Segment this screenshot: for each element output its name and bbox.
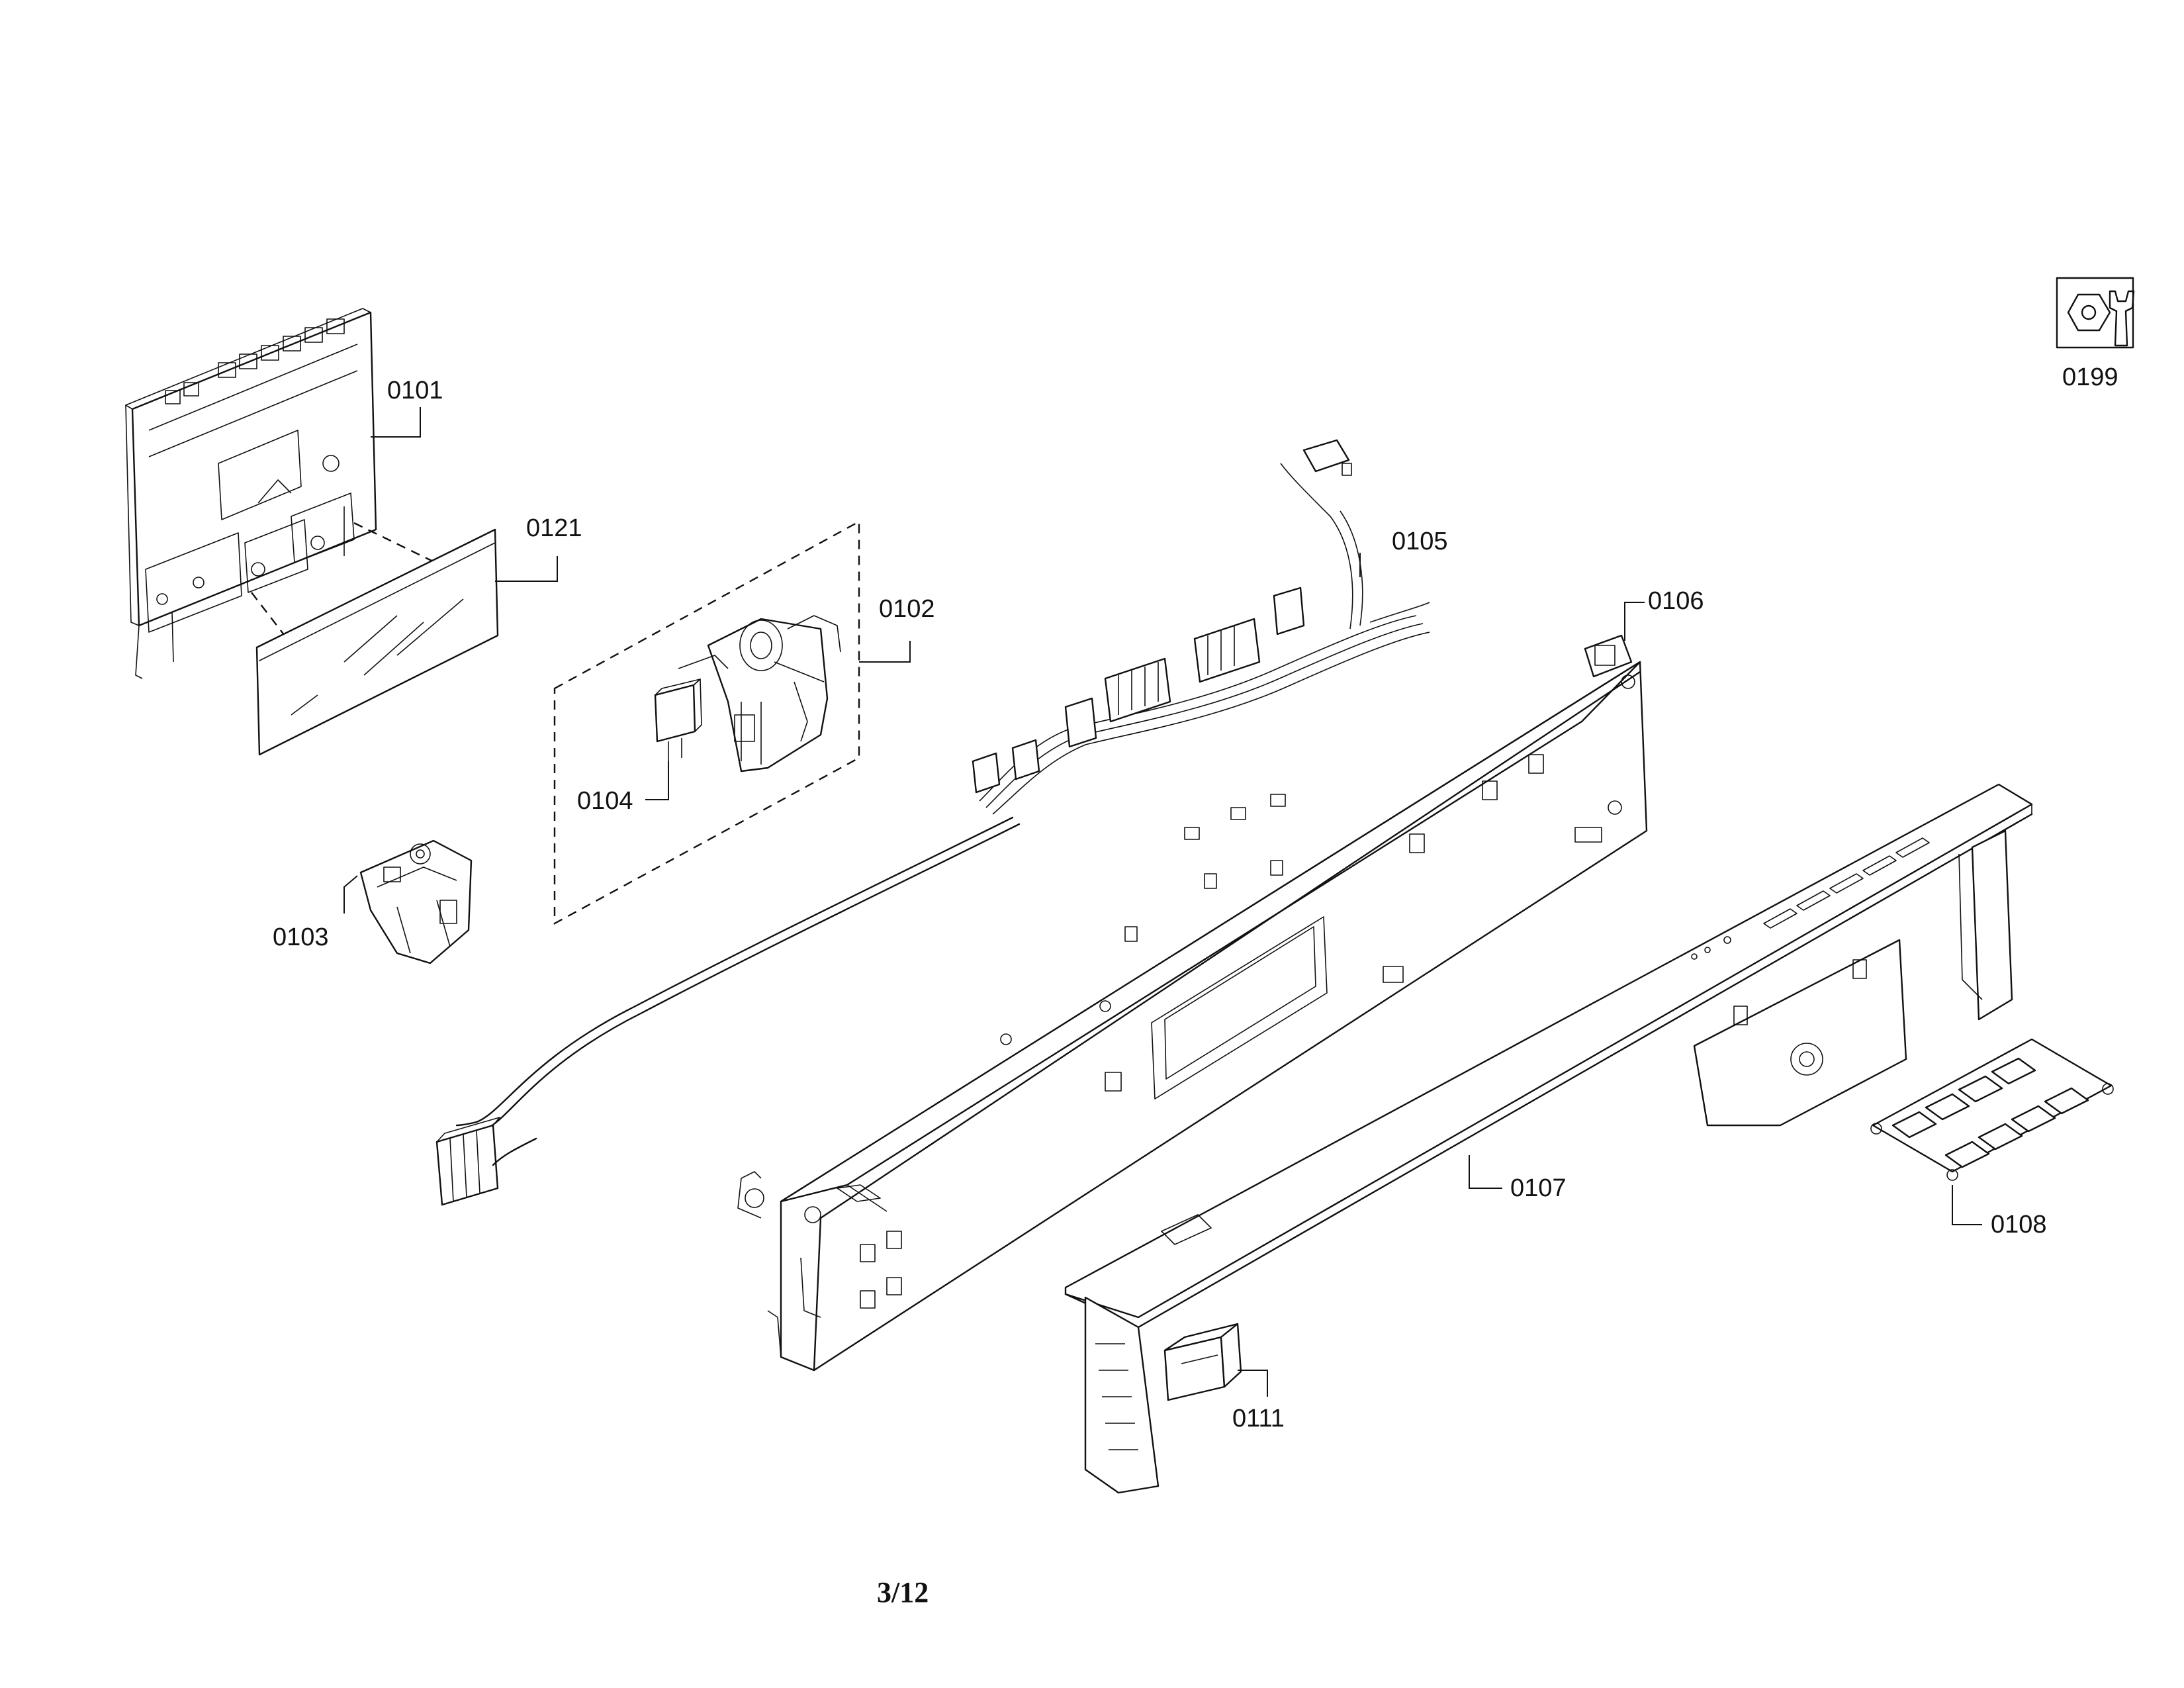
wiring-harness-0105[interactable] bbox=[435, 439, 1430, 1206]
door-lock-0102[interactable] bbox=[678, 615, 841, 773]
leader-lines bbox=[343, 407, 1982, 1397]
page-number: 3/12 bbox=[877, 1576, 929, 1609]
part-label-0106: 0106 bbox=[1648, 587, 1704, 615]
assembly-boundary-0102 bbox=[553, 520, 860, 925]
part-label-0104: 0104 bbox=[577, 787, 633, 815]
part-label-0101: 0101 bbox=[387, 377, 443, 404]
window-lens-0121[interactable] bbox=[255, 528, 499, 756]
part-label-0107: 0107 bbox=[1510, 1174, 1567, 1202]
control-panel-frame-0106[interactable] bbox=[737, 634, 1648, 1372]
micro-switch-0104[interactable] bbox=[654, 679, 702, 761]
part-label-0199: 0199 bbox=[2062, 363, 2118, 391]
cover-block-0111[interactable] bbox=[1163, 1323, 1242, 1401]
keypad-board-0108[interactable] bbox=[1870, 1038, 2114, 1181]
fascia-strip-0107[interactable] bbox=[1064, 783, 2033, 1494]
part-label-0111: 0111 bbox=[1232, 1405, 1285, 1432]
part-label-0103: 0103 bbox=[273, 923, 329, 951]
part-label-0105: 0105 bbox=[1392, 528, 1448, 555]
nut-and-wrench-icon bbox=[2056, 277, 2135, 349]
switch-0103[interactable] bbox=[359, 839, 473, 964]
part-label-0102: 0102 bbox=[879, 595, 935, 623]
control-module-0101[interactable] bbox=[125, 308, 377, 679]
part-label-0108: 0108 bbox=[1991, 1211, 2047, 1239]
part-label-0121: 0121 bbox=[526, 514, 582, 542]
